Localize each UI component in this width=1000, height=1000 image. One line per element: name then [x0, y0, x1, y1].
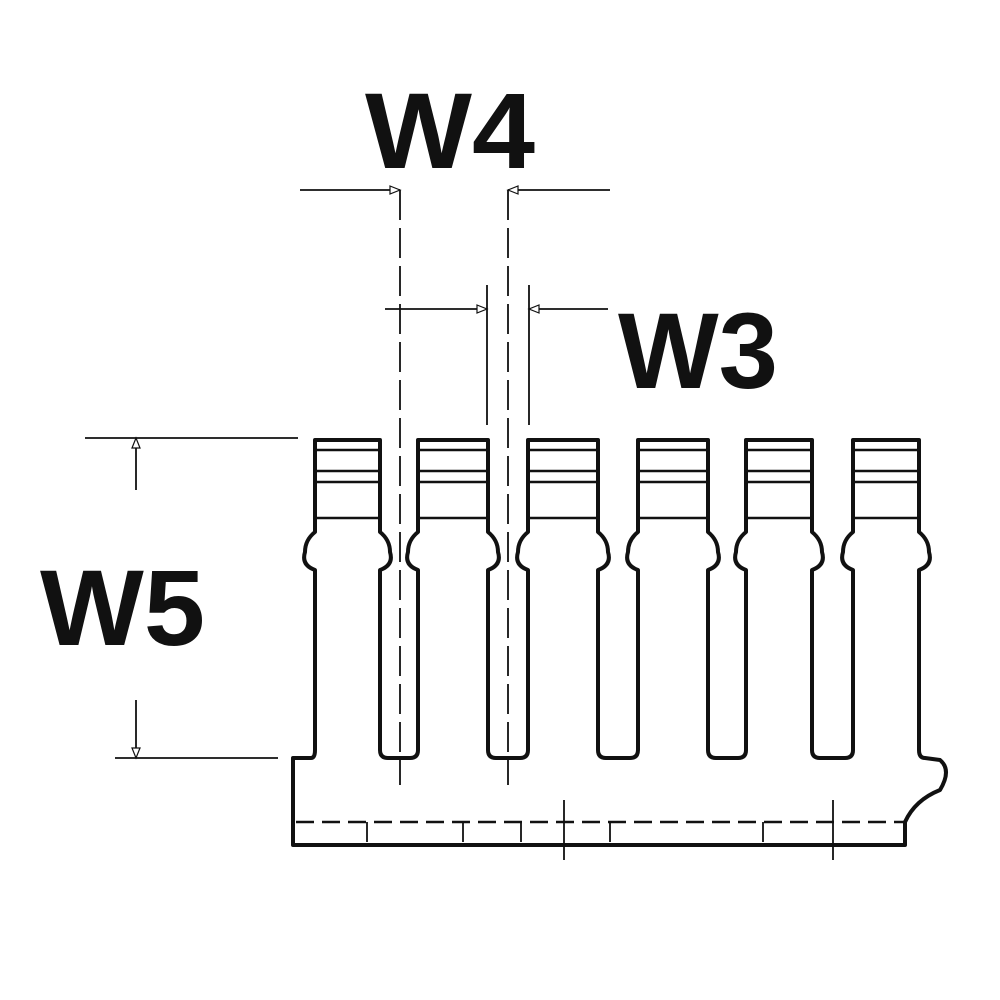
extension-lines — [85, 190, 530, 785]
comb-profile — [291, 438, 948, 847]
finger-top-ribs — [315, 448, 919, 520]
comb-outline — [291, 438, 948, 847]
w4-label: W4 — [365, 70, 535, 191]
w5-label: W5 — [40, 547, 205, 668]
w3-label: W3 — [618, 290, 778, 411]
base-ticks — [366, 800, 834, 860]
